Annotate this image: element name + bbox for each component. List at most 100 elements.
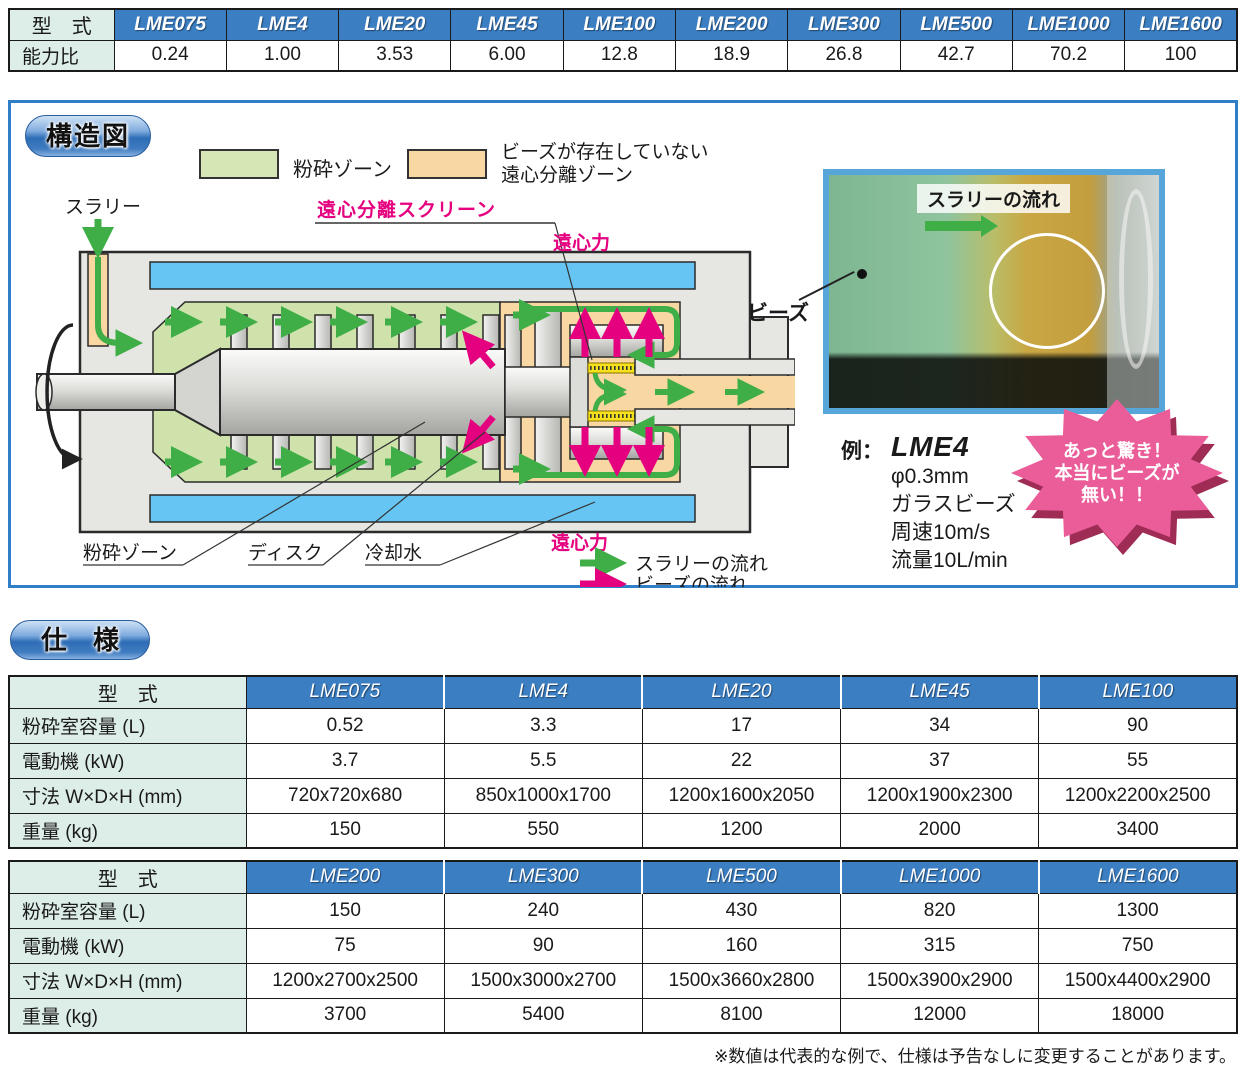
mill-photo: スラリーの流れ xyxy=(823,169,1165,414)
spec-value-cell: 22 xyxy=(641,742,842,779)
spec-value-cell: 75 xyxy=(245,927,445,964)
cooling-water-bottom xyxy=(149,494,696,523)
model-header-cell: LME45 xyxy=(839,675,1040,709)
model-header-cell: LME4 xyxy=(225,8,340,41)
spec-value-cell: 150 xyxy=(245,892,445,929)
spec-value-cell: 1500x4400x2900 xyxy=(1038,962,1238,999)
bead-flow-arrows xyxy=(461,306,666,478)
spec-value-cell: 150 xyxy=(245,812,445,849)
spec-value-cell: 3400 xyxy=(1038,812,1238,849)
spec-value-cell: 1500x3660x2800 xyxy=(641,962,842,999)
starburst-callout: あっと驚き！本当にビーズが無い！！ xyxy=(1011,399,1233,557)
cooling-water-label: 冷却水 xyxy=(365,542,422,564)
spec-value-cell: 1200 xyxy=(641,812,842,849)
model-header-cell: LME300 xyxy=(443,860,643,894)
separation-zone-legend-label: ビーズが存在していない 遠心分離ゾーン xyxy=(501,141,708,187)
disk-label: ディスク xyxy=(248,542,323,564)
photo-flange-ring xyxy=(1119,189,1153,369)
spec-value-cell: 12000 xyxy=(840,997,1040,1034)
starburst-line: 無い！！ xyxy=(1081,485,1153,505)
photo-flow-arrow xyxy=(925,215,998,237)
separation-zone-swatch xyxy=(407,149,487,179)
slurry-flow-legend-label: スラリーの流れ xyxy=(635,553,768,575)
spec-value-cell: 90 xyxy=(1038,707,1238,744)
shaft-rotation-arrow xyxy=(45,323,83,470)
example-spec-line: 流量10L/min xyxy=(891,549,1008,572)
model-header-cell: LME20 xyxy=(641,675,842,709)
outlet-channel xyxy=(590,376,795,408)
spec-value-cell: 37 xyxy=(840,742,1040,779)
no-beads-highlight-circle xyxy=(989,233,1105,349)
spec-value-cell: 2000 xyxy=(840,812,1040,849)
example-spec-line: 周速10m/s xyxy=(891,521,991,544)
model-header-cell: LME500 xyxy=(899,8,1013,41)
photo-slurry-flow-label: スラリーの流れ xyxy=(917,184,1071,213)
beads-pointer-dot xyxy=(857,269,867,279)
spec-value-cell: 750 xyxy=(1038,927,1238,964)
model-header-cell: LME45 xyxy=(450,8,564,41)
grinding-zone-label: 粉砕ゾーン xyxy=(83,542,177,564)
model-header-cell: LME1000 xyxy=(839,860,1040,894)
ratio-value-cell: 100 xyxy=(1124,39,1238,72)
spec-value-cell: 1300 xyxy=(1038,892,1238,929)
example-prefix: 例： xyxy=(841,440,883,463)
spec-value-cell: 18000 xyxy=(1038,997,1238,1034)
spec-row-label: 重量 (kg) xyxy=(8,812,247,849)
slurry-label: スラリー xyxy=(65,197,141,218)
spec-value-cell: 3.3 xyxy=(443,707,643,744)
ratio-value-cell: 1.00 xyxy=(225,39,340,72)
starburst-line: 本当にビーズが xyxy=(1054,463,1180,483)
cooling-water-top xyxy=(149,261,696,290)
spec-row-label: 粉砕室容量 (L) xyxy=(8,707,247,744)
ratio-value-cell: 6.00 xyxy=(450,39,564,72)
model-header-label: 型 式 xyxy=(8,860,247,894)
ratio-value-cell: 26.8 xyxy=(787,39,901,72)
ratio-value-cell: 70.2 xyxy=(1011,39,1126,72)
spec-row-label: 電動機 (kW) xyxy=(8,742,247,779)
structure-title-pill: 構造図 xyxy=(25,115,151,157)
example-spec-line: φ0.3mm xyxy=(891,465,969,488)
model-header-cell: LME200 xyxy=(245,860,445,894)
spec-value-cell: 3700 xyxy=(245,997,445,1034)
separation-screen-label: 遠心分離スクリーン xyxy=(317,198,496,221)
spec-value-cell: 8100 xyxy=(641,997,842,1034)
ratio-value-cell: 12.8 xyxy=(562,39,676,72)
spec-title-pill: 仕 様 xyxy=(10,620,150,660)
ratio-value-cell: 42.7 xyxy=(899,39,1013,72)
model-header-cell: LME1000 xyxy=(1011,8,1126,41)
spec-value-cell: 1200x1600x2050 xyxy=(641,777,842,814)
flow-legend: スラリーの流れ ビーズの流れ xyxy=(580,546,768,587)
spec-value-cell: 850x1000x1700 xyxy=(443,777,643,814)
spec-value-cell: 1500x3000x2700 xyxy=(443,962,643,999)
model-header-cell: LME1600 xyxy=(1037,860,1238,894)
model-header-cell: LME20 xyxy=(338,8,452,41)
spec-value-cell: 17 xyxy=(641,707,842,744)
example-specs: φ0.3mm ガラスビーズ周速10m/s 流量10L/min xyxy=(891,463,1016,575)
spec-value-cell: 5400 xyxy=(443,997,643,1034)
spec-value-cell: 1200x2700x2500 xyxy=(245,962,445,999)
spec-value-cell: 90 xyxy=(443,927,643,964)
spec-row-label: 電動機 (kW) xyxy=(8,927,247,964)
example-spec-line: ガラスビーズ xyxy=(891,493,1016,516)
centrifugal-force-top-label: 遠心力 xyxy=(553,231,610,254)
starburst-line: あっと驚き！ xyxy=(1063,441,1171,461)
model-header-cell: LME075 xyxy=(245,675,445,709)
rotor-shaft xyxy=(35,347,576,437)
model-header-cell: LME100 xyxy=(1037,675,1238,709)
spec-value-cell: 315 xyxy=(840,927,1040,964)
separation-legend-line2: 遠心分離ゾーン xyxy=(501,165,634,186)
spec-value-cell: 240 xyxy=(443,892,643,929)
spec-value-cell: 0.52 xyxy=(245,707,445,744)
spec-value-cell: 820 xyxy=(840,892,1040,929)
